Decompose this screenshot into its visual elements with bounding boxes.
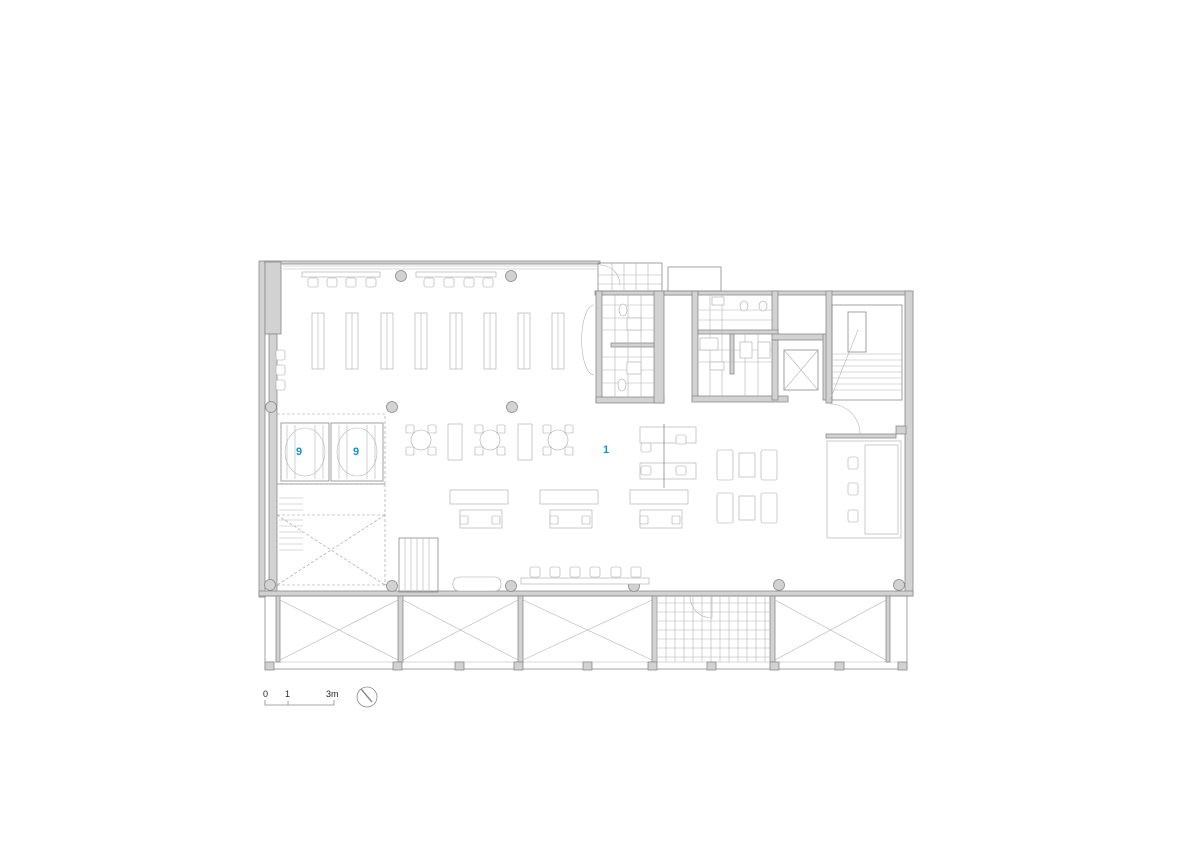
coffee-table <box>738 495 756 521</box>
chair <box>326 277 338 288</box>
room-labels: 9 9 1 <box>296 444 609 458</box>
desk <box>639 426 697 444</box>
chair <box>542 424 552 434</box>
chair <box>564 424 574 434</box>
terrace <box>264 595 908 671</box>
chair <box>671 515 681 525</box>
elevator <box>783 349 819 391</box>
sofa <box>760 492 778 524</box>
table <box>447 423 463 461</box>
exterior-walls <box>258 260 914 598</box>
sofa <box>760 449 778 481</box>
sofa <box>452 576 502 592</box>
chair <box>675 465 687 476</box>
stool <box>847 509 859 523</box>
chair <box>463 277 475 288</box>
chair <box>639 515 649 525</box>
counter <box>301 271 381 278</box>
chair <box>491 515 501 525</box>
terrace-pier <box>834 661 845 671</box>
chair <box>640 442 652 453</box>
room-label-1: 1 <box>603 444 609 456</box>
chair <box>542 446 552 456</box>
chair <box>569 566 581 578</box>
chair <box>427 446 437 456</box>
table <box>517 423 533 461</box>
chair <box>474 446 484 456</box>
bench <box>629 489 689 505</box>
terrace-pier <box>582 661 593 671</box>
terrace-pier <box>769 661 780 671</box>
restroom-right <box>698 295 772 396</box>
chair <box>427 424 437 434</box>
entrance-vestibule-top <box>597 262 722 292</box>
furniture <box>275 271 902 592</box>
chair <box>549 515 559 525</box>
counter <box>415 271 497 278</box>
terrace-pier <box>706 661 717 671</box>
chair <box>564 446 574 456</box>
round-table <box>479 429 501 451</box>
stool <box>847 456 859 470</box>
scale-label-3m: 3m <box>326 689 339 699</box>
bench <box>449 489 509 505</box>
coffee-table <box>738 452 756 478</box>
columns <box>264 270 905 592</box>
terrace-pier <box>647 661 658 671</box>
chair <box>640 465 652 476</box>
chair <box>529 566 541 578</box>
chair <box>549 566 561 578</box>
terrace-pier <box>392 661 403 671</box>
chair <box>581 515 591 525</box>
bench <box>539 489 599 505</box>
terrace-pier <box>264 661 275 671</box>
chair <box>474 424 484 434</box>
chair <box>275 349 286 361</box>
chair <box>630 566 642 578</box>
chair <box>459 515 469 525</box>
stair-right <box>825 304 903 439</box>
chair <box>307 277 319 288</box>
chair <box>496 446 506 456</box>
sofa <box>716 449 734 481</box>
room-label-9-right: 9 <box>353 446 359 458</box>
terrace-pier <box>513 661 524 671</box>
round-table <box>547 429 569 451</box>
chair <box>405 424 415 434</box>
chair <box>405 446 415 456</box>
scale-label-1: 1 <box>285 689 290 699</box>
chair <box>275 379 286 391</box>
chair <box>443 277 455 288</box>
chair <box>423 277 435 288</box>
chair <box>275 364 286 376</box>
core-walls <box>595 290 833 404</box>
counter <box>520 577 650 585</box>
stool <box>847 482 859 496</box>
left-void <box>276 413 439 593</box>
room-label-9-left: 9 <box>296 446 302 458</box>
chair <box>610 566 622 578</box>
chair <box>496 424 506 434</box>
terrace-pier <box>897 661 908 671</box>
chair <box>482 277 494 288</box>
chair <box>589 566 601 578</box>
terrace-pier <box>454 661 465 671</box>
scale-bar: 0 1 3m <box>263 689 339 706</box>
bar-counter <box>864 444 899 535</box>
restroom-left <box>581 295 654 397</box>
scale-label-0: 0 <box>263 689 268 699</box>
north-arrow-icon <box>356 686 378 708</box>
top-window <box>283 265 597 270</box>
chair <box>345 277 357 288</box>
round-table <box>410 429 432 451</box>
chair <box>365 277 377 288</box>
sofa <box>716 492 734 524</box>
chair <box>675 434 687 445</box>
